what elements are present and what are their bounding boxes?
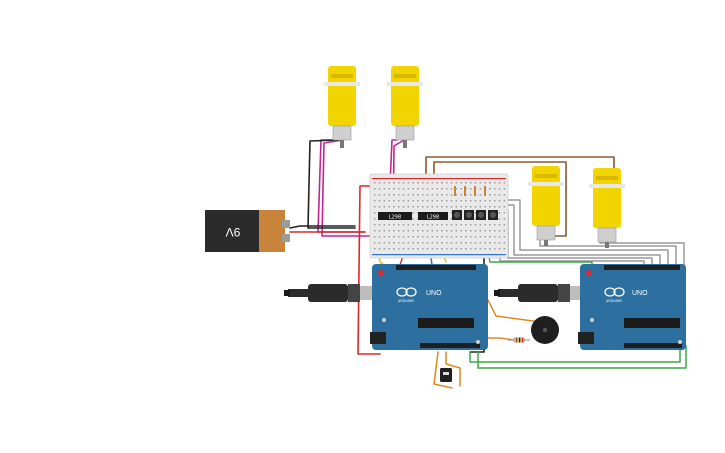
- wire-orange-2[interactable]: [445, 351, 461, 387]
- wire-green-2[interactable]: [477, 345, 687, 369]
- wire-orange-1[interactable]: [433, 351, 453, 389]
- arduino-logo-icon-right: [604, 287, 625, 297]
- arduino-left-logo: UNO: [426, 290, 442, 297]
- chip-label-1: L298: [389, 215, 401, 221]
- wire-black-2[interactable]: [289, 225, 356, 229]
- motor-top-left[interactable]: [324, 66, 360, 148]
- motor-right-2[interactable]: [589, 168, 625, 248]
- arduino-right-logo: UNO: [632, 290, 648, 297]
- breadboard-resistors[interactable]: [454, 186, 486, 196]
- motor-right-1[interactable]: [528, 166, 564, 246]
- battery-label: 9V: [226, 225, 241, 239]
- arduino-right-brand: ARDUINO: [606, 299, 622, 303]
- usb-cable-icon-right[interactable]: [494, 284, 592, 302]
- battery-icon[interactable]: 9V: [205, 210, 290, 252]
- arduino-uno-left[interactable]: UNO ARDUINO: [370, 264, 488, 350]
- chip-label-2: L298: [427, 215, 439, 221]
- wire-magenta-1[interactable]: [317, 139, 366, 233]
- motor-driver-chip-1[interactable]: L298: [378, 212, 412, 221]
- push-buttons[interactable]: [452, 210, 498, 220]
- breadboard[interactable]: L298 L298: [369, 173, 509, 259]
- wire-magenta-2[interactable]: [321, 139, 371, 237]
- wire-red-1[interactable]: [357, 185, 381, 355]
- wire-black-1[interactable]: [307, 139, 356, 229]
- arduino-left-brand: ARDUINO: [398, 299, 414, 303]
- wire-green-1[interactable]: [469, 345, 681, 363]
- motor-top-middle[interactable]: [387, 66, 423, 148]
- sensor-icon[interactable]: [440, 368, 452, 382]
- wire-brown-2[interactable]: [433, 161, 567, 237]
- motor-driver-chip-2[interactable]: L298: [418, 212, 448, 221]
- buzzer-icon[interactable]: [531, 316, 559, 344]
- wire-orange-3[interactable]: [487, 299, 541, 323]
- breadboard-holes: [374, 182, 506, 250]
- arduino-logo-icon: [396, 287, 417, 297]
- arduino-uno-right[interactable]: UNO ARDUINO: [578, 264, 686, 350]
- resistor-icon[interactable]: [508, 337, 530, 343]
- usb-cable-icon[interactable]: [284, 284, 382, 302]
